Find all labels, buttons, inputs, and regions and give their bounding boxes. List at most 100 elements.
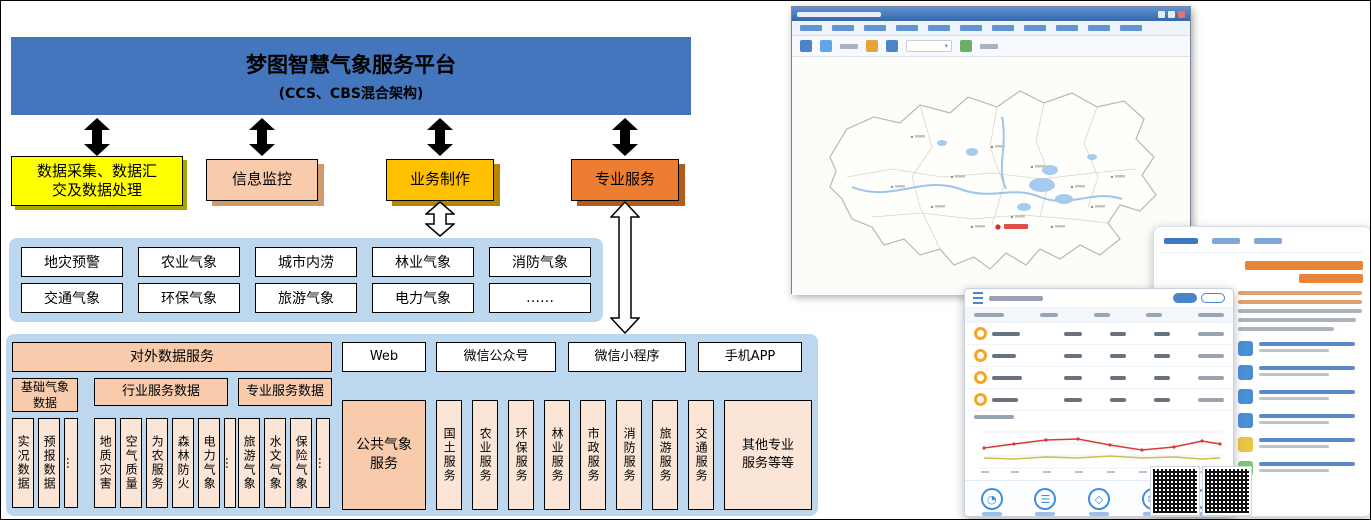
panel-tab[interactable] xyxy=(1164,238,1198,244)
nav-item-products[interactable]: ◇ xyxy=(1087,488,1110,516)
service-box: 电力气象 xyxy=(372,283,474,313)
menu-item[interactable] xyxy=(896,25,918,31)
platform-banner: 梦图智慧气象服务平台 (CCS、CBS混合架构) xyxy=(11,37,691,115)
service-category-panel: 地灾预警 农业气象 城市内涝 林业气象 消防气象 交通气象 环保气象 旅游气象 … xyxy=(9,238,603,322)
panel-tab[interactable] xyxy=(1212,238,1240,244)
article-title-bar xyxy=(1259,342,1355,346)
document-icon xyxy=(1238,413,1253,428)
menu-item[interactable] xyxy=(864,25,886,31)
map-tool-icon[interactable] xyxy=(886,40,898,52)
tier-info-monitoring: 信息监控 xyxy=(206,159,318,201)
document-icon xyxy=(1238,365,1253,380)
data-item: 旅游气象 xyxy=(238,418,260,508)
table-header-row xyxy=(965,308,1233,323)
data-item: 预报数据 xyxy=(38,418,60,508)
table-row[interactable] xyxy=(965,323,1233,345)
table-row[interactable] xyxy=(965,367,1233,389)
data-table xyxy=(965,308,1233,411)
value-bar xyxy=(1198,353,1224,358)
article-item[interactable] xyxy=(1238,341,1363,356)
menu-item[interactable] xyxy=(1088,25,1110,31)
table-row[interactable] xyxy=(965,389,1233,411)
value-bar xyxy=(1110,331,1126,336)
table-row[interactable] xyxy=(965,345,1233,367)
nav-item-overview[interactable]: ◔ xyxy=(980,488,1003,516)
value-bar xyxy=(1154,397,1170,402)
menu-item[interactable] xyxy=(992,25,1014,31)
layer-dropdown[interactable]: ▾ xyxy=(906,40,952,52)
map-application-window: ▾ xyxy=(791,6,1191,295)
data-item-ellipsis: … xyxy=(316,418,330,508)
pie-chart-icon: ◔ xyxy=(980,488,1003,510)
gauge-icon xyxy=(974,349,987,362)
paragraph-line-bar xyxy=(1238,309,1362,313)
window-titlebar[interactable] xyxy=(792,7,1190,21)
value-bar xyxy=(1064,331,1082,336)
article-item[interactable] xyxy=(1238,413,1363,428)
diamond-icon: ◇ xyxy=(1087,488,1110,510)
menu-item[interactable] xyxy=(800,25,822,31)
app-title-bar xyxy=(989,295,1043,301)
maximize-button[interactable] xyxy=(1168,10,1175,18)
data-item: 地质灾害 xyxy=(94,418,116,508)
value-bar xyxy=(1110,397,1126,402)
service-box: 农业气象 xyxy=(138,247,240,277)
menu-item[interactable] xyxy=(832,25,854,31)
series-line-secondary xyxy=(983,455,1221,460)
value-bar xyxy=(1110,375,1126,380)
hamburger-menu-icon[interactable] xyxy=(973,292,983,304)
table-view-button[interactable] xyxy=(1173,293,1197,303)
map-tool-icon[interactable] xyxy=(800,40,812,52)
menu-item[interactable] xyxy=(1056,25,1078,31)
menu-item[interactable] xyxy=(1024,25,1046,31)
menu-bar xyxy=(792,21,1190,36)
paragraph-line-bar xyxy=(1238,327,1334,331)
public-weather-service-box: 公共气象 服务 xyxy=(342,400,426,510)
list-icon: ☰ xyxy=(1034,488,1057,510)
map-canvas[interactable] xyxy=(792,57,1190,295)
menu-item[interactable] xyxy=(1120,25,1142,31)
chart-title-bar xyxy=(974,415,1014,419)
data-item-ellipsis: … xyxy=(64,418,78,508)
group-professional-service-data: 专业服务数据 xyxy=(238,378,332,406)
gauge-icon xyxy=(974,393,987,406)
column-header-bar xyxy=(1198,313,1224,317)
data-item-ellipsis: … xyxy=(223,418,237,508)
map-tool-icon[interactable] xyxy=(960,40,972,52)
trend-chart xyxy=(965,411,1233,480)
map-tool-icon[interactable] xyxy=(866,40,878,52)
service-item: 交通服务 xyxy=(688,400,714,510)
chart-view-button[interactable] xyxy=(1201,293,1225,303)
value-bar xyxy=(1064,375,1082,380)
location-marker[interactable] xyxy=(994,223,1028,231)
menu-item[interactable] xyxy=(928,25,950,31)
nav-item-list[interactable]: ☰ xyxy=(1034,488,1057,516)
other-services-box: 其他专业 服务等等 xyxy=(724,400,812,510)
column-header-bar xyxy=(1094,313,1110,317)
qr-code xyxy=(1203,467,1251,515)
article-title-bar xyxy=(1259,462,1355,466)
article-item[interactable] xyxy=(1238,437,1363,452)
article-item[interactable] xyxy=(1238,389,1363,404)
article-title-bar xyxy=(1259,390,1355,394)
service-box: 城市内涝 xyxy=(255,247,357,277)
toolbar: ▾ xyxy=(792,36,1190,57)
minimize-button[interactable] xyxy=(1158,10,1165,18)
close-button[interactable] xyxy=(1178,10,1185,18)
panel-tab[interactable] xyxy=(1254,238,1282,244)
nav-label-bar xyxy=(1088,512,1109,516)
panel-article xyxy=(1238,261,1363,476)
article-item[interactable] xyxy=(1238,461,1363,476)
article-title-bar xyxy=(1259,414,1355,418)
warning-headline-bar xyxy=(1299,274,1363,283)
map-tool-icon[interactable] xyxy=(820,40,832,52)
external-data-service-box: 对外数据服务 xyxy=(12,342,332,372)
double-arrow-icon xyxy=(612,118,638,156)
group-industry-service-data: 行业服务数据 xyxy=(94,378,228,406)
value-bar xyxy=(1154,331,1170,336)
public-service-strip: 公共气象 服务 国土服务 农业服务 环保服务 林业服务 市政服务 消防服务 旅游… xyxy=(342,400,812,510)
gauge-icon xyxy=(974,327,987,340)
menu-item[interactable] xyxy=(960,25,982,31)
article-item[interactable] xyxy=(1238,365,1363,380)
